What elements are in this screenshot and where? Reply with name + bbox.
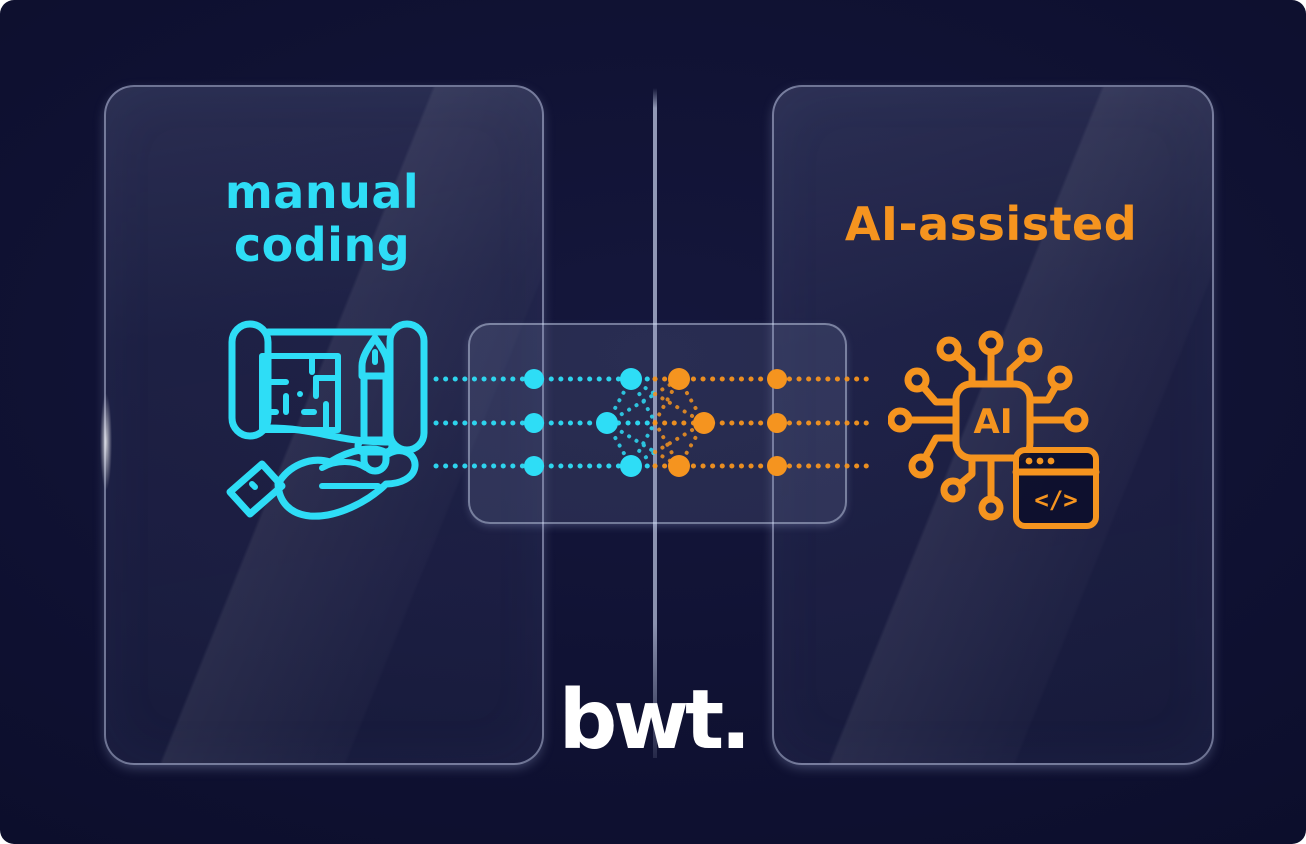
manual-coding-title: manual coding — [104, 166, 540, 272]
circuit-traces — [888, 330, 1089, 521]
manual-coding-title-line2: coding — [233, 218, 411, 273]
manual-coding-title-line1: manual — [224, 165, 420, 220]
network-glass-card — [468, 323, 847, 524]
code-window: </> — [1012, 447, 1100, 529]
open-hand — [226, 445, 419, 520]
code-glyph: </> — [1034, 486, 1077, 514]
blueprint-hand-pen-icon — [226, 320, 428, 520]
ai-assisted-title: AI-assisted — [844, 197, 1138, 252]
ai-chip-label: AI — [974, 402, 1013, 442]
ai-chip-code-icon: AI </> — [888, 330, 1100, 529]
ai-chip: AI — [952, 380, 1034, 462]
floor-plan — [259, 353, 341, 433]
bwt-logo: bwt. — [558, 673, 752, 768]
fountain-pen — [354, 334, 396, 475]
